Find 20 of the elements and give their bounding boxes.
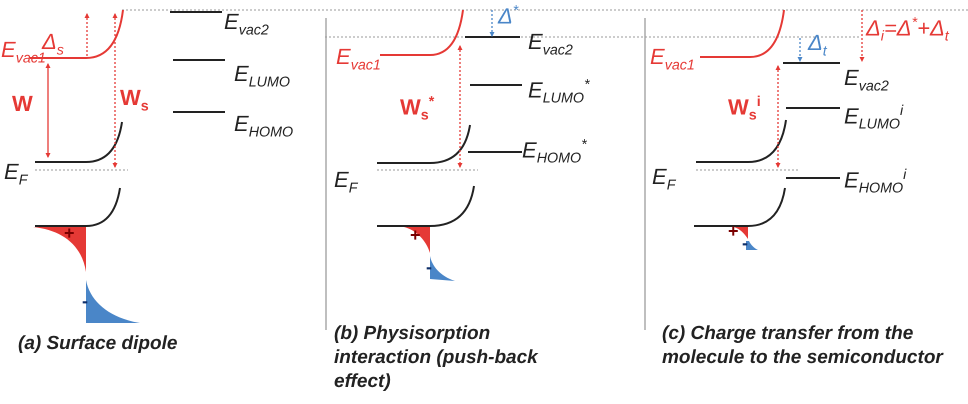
energy-level-label: E$_{LUMO}$ [234,62,290,92]
work-function-label: W [12,92,33,116]
panel-caption: (a) Surface dipole [18,332,178,356]
delta-label: Δ$^{*}$ [498,4,518,29]
energy-level-label: E$_{vac1}$ [650,45,695,74]
delta-label: Δ$_{t}$ [808,31,827,60]
panel-caption: (b) Physisorption interaction (push-back effect) [334,322,540,394]
energy-level-label: E$_{F}$ [4,160,28,190]
work-function-label: W$_{s}$ [120,86,149,116]
energy-level-label: E$_{HOMO}$ [234,112,294,142]
energy-level-label: E$_{vac2}$ [844,66,889,96]
energy-level-label: E$_{vac2}$ [224,10,269,40]
energy-level-label: E$_{vac1}$ [336,45,381,74]
charge-sign: + [728,222,739,242]
panel-caption: (c) Charge transfer from the molecule to the semiconductor [662,322,944,370]
delta-label: Δ$_{i}$=Δ$^{*}$+Δ$_{t}$ [866,16,949,46]
charge-sign: + [64,224,75,244]
energy-level-label: E$_{vac2}$ [528,30,573,60]
energy-level-label: E$_{F}$ [652,165,676,194]
energy-level-label: E$_{F}$ [334,168,358,198]
